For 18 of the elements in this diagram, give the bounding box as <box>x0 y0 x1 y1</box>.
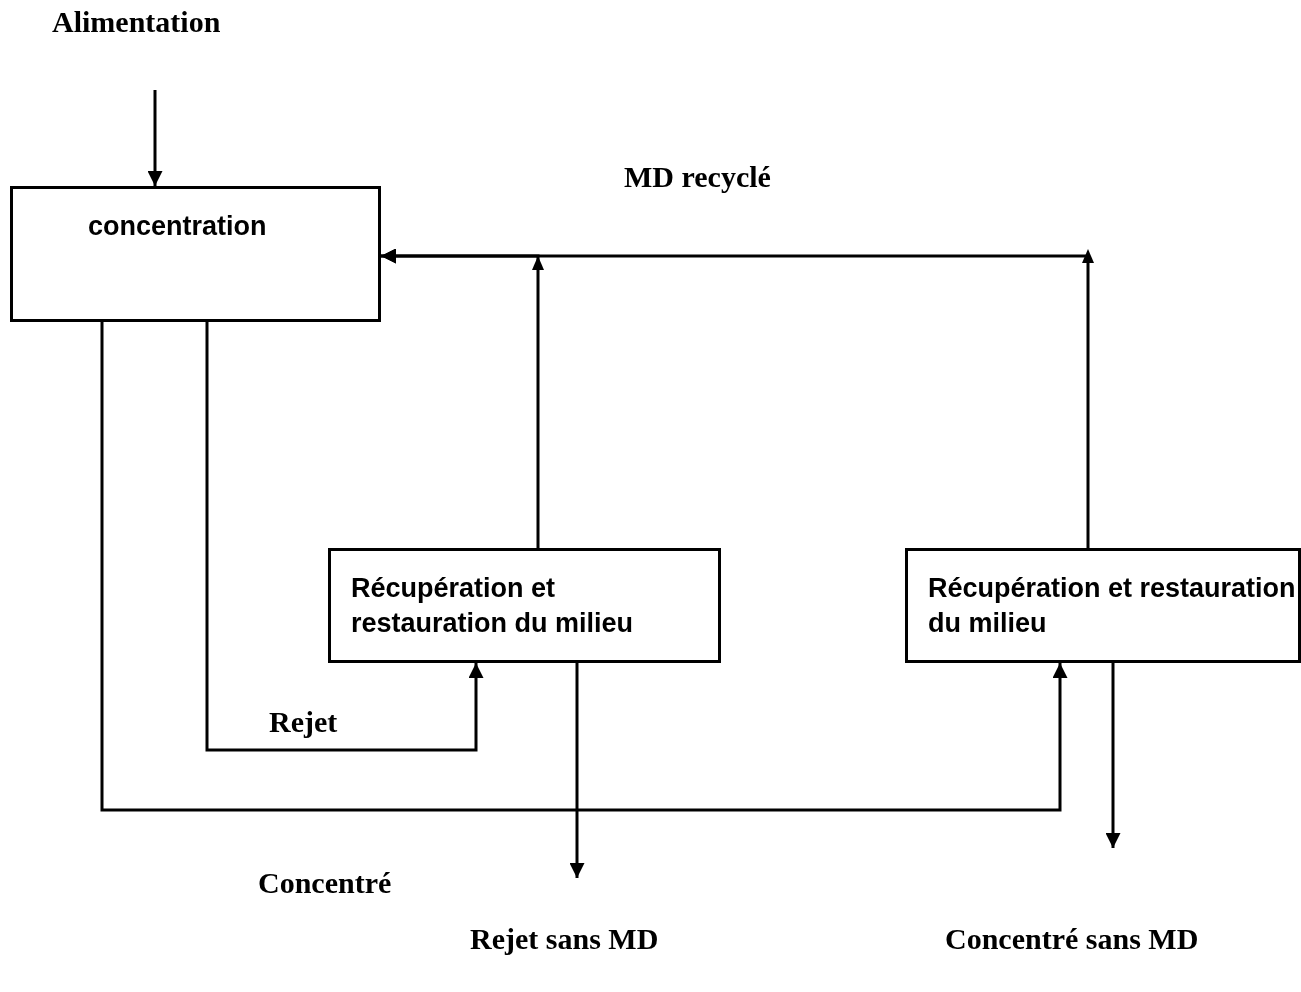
flow-label: Concentré sans MD <box>945 922 1265 964</box>
box-text: Récupération et restauration du milieu <box>928 572 1297 641</box>
arrow <box>147 90 163 186</box>
flow-label: Alimentation <box>52 5 272 45</box>
flow-label: Concentré <box>258 866 392 900</box>
box-text: concentration <box>88 210 268 243</box>
process-box <box>905 548 1301 663</box>
arrow <box>100 322 1068 812</box>
arrow <box>205 322 484 752</box>
box-text: Récupération et restauration du milieu <box>351 572 635 641</box>
arrow <box>1105 663 1121 848</box>
arrow <box>569 663 585 878</box>
process-box <box>10 186 381 322</box>
process-box <box>328 548 721 663</box>
arrow <box>381 248 1090 548</box>
flow-label: MD recyclé <box>624 160 771 194</box>
flow-label: Rejet sans MD <box>470 922 710 964</box>
flow-label: Rejet <box>269 705 338 739</box>
